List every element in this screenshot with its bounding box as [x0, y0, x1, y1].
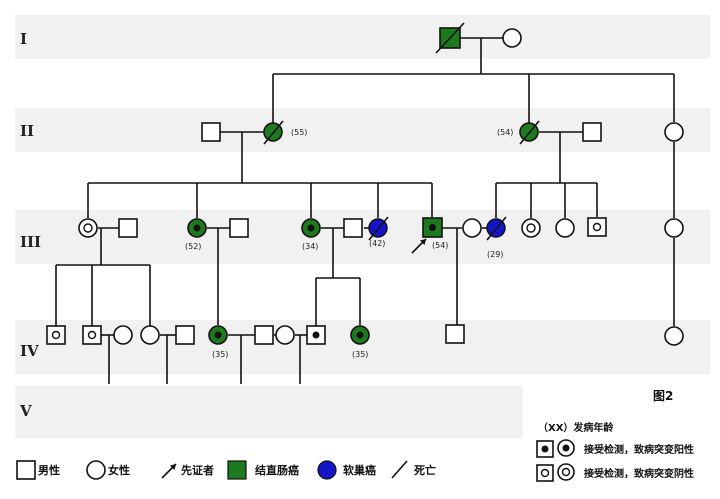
gen2-female-crc-deceased-right: [519, 120, 540, 145]
age-label-gen3-c: (42): [369, 239, 385, 248]
legend-stsc-icon: [317, 460, 337, 480]
gen4-male-tested-negative-1: [46, 325, 66, 345]
gen2-male-spouse-left: [201, 122, 221, 142]
legend-positive-icons: [536, 439, 575, 458]
gen2-female-crc-deceased-left: [263, 120, 284, 145]
age-label-gen3-proband: (54): [432, 241, 448, 250]
gen4-male-tested-positive: [306, 325, 326, 345]
gen3-male-spouse-2: [229, 218, 249, 238]
gen3-female-tested-negative-2: [521, 218, 541, 238]
legend-onset-age: （XX）发病年龄: [538, 421, 614, 434]
gen1-male-crc-deceased: [435, 22, 465, 54]
gen3-female-crc-positive-1: [187, 218, 207, 238]
gen3-female-crc-positive-2: [301, 218, 321, 238]
legend-male-icon: [16, 460, 36, 480]
legend-female-icon: [86, 460, 106, 480]
gen3-male-spouse-1: [118, 218, 138, 238]
pedigree-lines: [55, 37, 675, 384]
gen2-female-far-right: [664, 122, 684, 142]
gen3-male-tested-negative: [587, 217, 607, 237]
generation-label-4: IV: [20, 342, 39, 360]
generation-label-2: II: [20, 122, 34, 140]
age-label-gen2-left: (55): [291, 128, 307, 137]
gen4-male-tested-negative-2: [82, 325, 102, 345]
age-label-gen4-b: (35): [352, 350, 368, 359]
legend-crc-label: 结直肠癌: [254, 463, 299, 477]
age-label-gen3-d: (29): [487, 250, 503, 259]
legend-positive-label: 接受检测，致病突变阳性: [584, 443, 694, 456]
gen4-female-far-right: [664, 326, 684, 346]
legend-female-label: 女性: [108, 463, 130, 477]
legend-proband-icon: [161, 463, 177, 479]
gen4-female-crc-positive-2: [350, 325, 370, 345]
legend-stsc-label: 软巢癌: [343, 463, 376, 477]
legend-negative-icons: [536, 463, 575, 482]
gen3-male-spouse-3: [343, 218, 363, 238]
legend-crc-icon: [227, 460, 247, 480]
gen3-female-stsc-deceased: [368, 216, 389, 241]
generation-label-5: V: [19, 402, 32, 420]
generation-label-3: III: [20, 233, 41, 251]
legend-negative-label: 接受检测，致病突变阴性: [584, 467, 694, 480]
gen4-female-crc-positive-1: [208, 325, 228, 345]
legend-deceased-icon: [391, 460, 408, 479]
gen3-proband-male-crc-positive: [411, 217, 443, 254]
legend-deceased-label: 死亡: [414, 463, 436, 477]
legend-male-label: 男性: [38, 463, 60, 477]
gen3-female: [555, 218, 575, 238]
generation-label-1: I: [20, 30, 27, 48]
gen4-female-spouse-2: [275, 325, 295, 345]
figure-label: 图2: [653, 389, 673, 403]
gen3-female-spouse: [462, 218, 482, 238]
gen3-female-far-right: [664, 218, 684, 238]
age-label-gen4-a: (35): [212, 350, 228, 359]
age-label-gen3-b: (34): [302, 242, 318, 251]
gen4-male: [445, 324, 465, 344]
age-label-gen3-a: (52): [185, 242, 201, 251]
gen2-male-spouse-right: [582, 122, 602, 142]
gen4-male-spouse-1: [175, 325, 195, 345]
gen3-female-tested-negative: [78, 218, 98, 238]
legend-proband-label: 先证者: [181, 463, 214, 477]
gen3-female-stsc-deceased-2: [486, 216, 507, 241]
age-label-gen2-right: (54): [497, 128, 513, 137]
gen4-female-spouse-1: [113, 325, 133, 345]
gen4-female-1: [140, 325, 160, 345]
gen4-male-spouse-2: [254, 325, 274, 345]
gen1-female: [502, 28, 522, 48]
